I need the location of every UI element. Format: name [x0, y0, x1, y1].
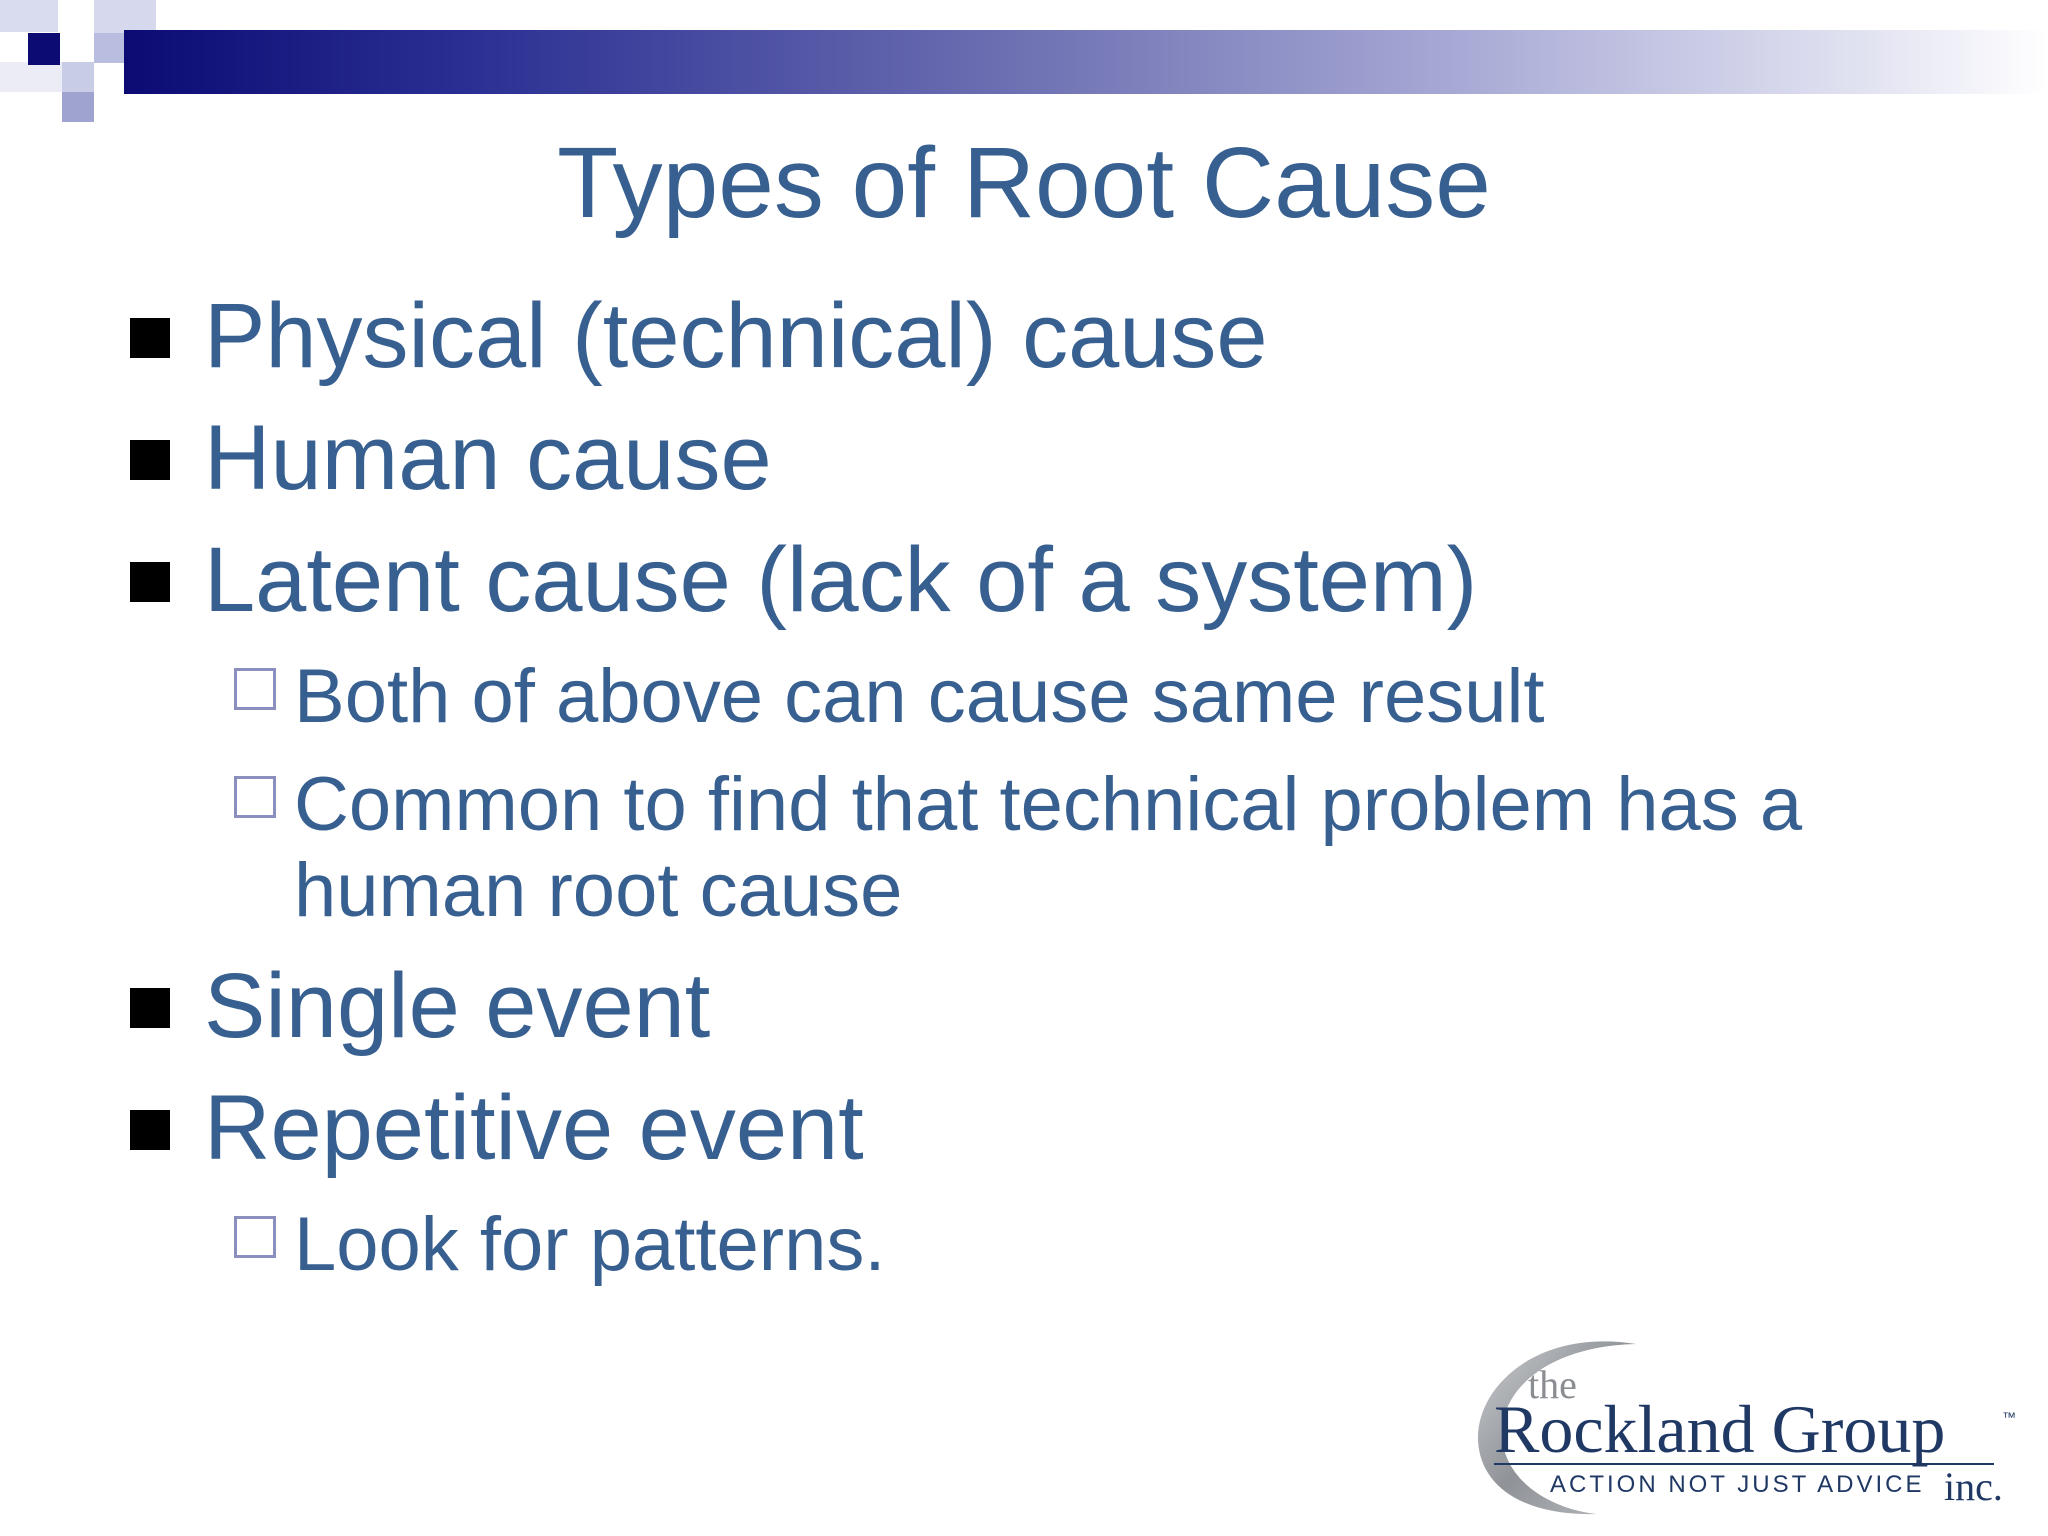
logo-name: Rockland Group	[1494, 1391, 1945, 1467]
hollow-square-bullet-icon	[234, 668, 276, 710]
square-bullet-icon	[130, 1110, 170, 1150]
hollow-square-bullet-icon	[234, 1216, 276, 1258]
bullet-item: Single event	[204, 955, 711, 1057]
sub-bullet-item-line2: human root cause	[294, 848, 903, 933]
square-bullet-icon	[130, 318, 170, 358]
header-decor-square	[62, 92, 94, 122]
logo-graphic: the Rockland Group ™ ACTION NOT JUST ADV…	[1477, 1341, 2016, 1515]
square-bullet-icon	[130, 440, 170, 480]
sub-bullet-item: Look for patterns.	[294, 1202, 886, 1287]
bullet-item: Latent cause (lack of a system)	[204, 529, 1478, 631]
hollow-square-bullet-icon	[234, 776, 276, 818]
slide-title: Types of Root Cause	[557, 127, 1491, 239]
logo-swoosh-icon	[1477, 1341, 1636, 1515]
bullet-item: Physical (technical) cause	[204, 285, 1268, 387]
rockland-group-logo: the Rockland Group ™ ACTION NOT JUST ADV…	[1456, 1328, 2028, 1518]
header-decor-square	[0, 0, 58, 32]
header-decor-square	[62, 62, 94, 92]
logo-tagline: ACTION NOT JUST ADVICE	[1550, 1471, 1925, 1498]
square-bullet-icon	[130, 988, 170, 1028]
header-decor-square	[28, 33, 60, 65]
logo-the: the	[1528, 1362, 1577, 1407]
sub-bullet-item-line1: Common to find that technical problem ha…	[294, 762, 1803, 847]
header-gradient-bar	[124, 30, 2048, 94]
header-decor-square	[0, 62, 62, 92]
bullet-item: Human cause	[204, 407, 772, 509]
sub-bullet-item: Both of above can cause same result	[294, 654, 1545, 739]
bullet-item: Repetitive event	[204, 1077, 864, 1179]
logo-suffix: inc.	[1944, 1464, 2003, 1509]
header-decor-square	[94, 33, 124, 63]
logo-trademark: ™	[2002, 1409, 2016, 1425]
square-bullet-icon	[130, 562, 170, 602]
